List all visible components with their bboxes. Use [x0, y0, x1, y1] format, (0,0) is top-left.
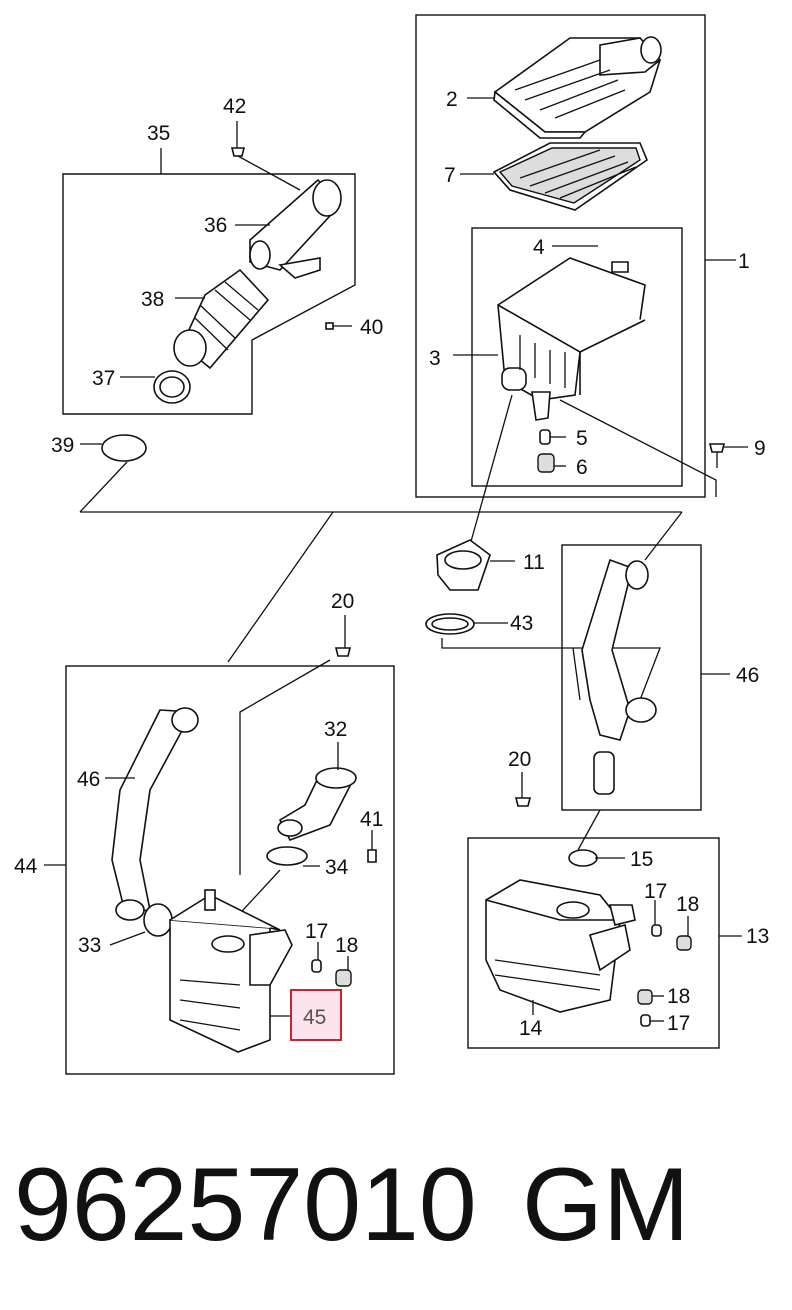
callout-15[interactable]: 15: [630, 848, 653, 871]
callout-13[interactable]: 13: [746, 925, 769, 948]
resonator-45: [169, 889, 293, 1053]
callout-32[interactable]: 32: [324, 718, 347, 741]
callout-17-left[interactable]: 17: [305, 920, 328, 943]
parts-diagram: 2 7 1 4 3 5 6 9 35 42 36 38 40 37 39 11 …: [14, 14, 769, 1075]
callout-3[interactable]: 3: [429, 347, 441, 370]
ring-33: [143, 903, 173, 937]
callout-42[interactable]: 42: [223, 95, 246, 118]
callout-40[interactable]: 40: [360, 316, 383, 339]
callout-18-right-bottom[interactable]: 18: [667, 985, 690, 1008]
callout-45[interactable]: 45: [303, 1006, 326, 1029]
callout-14[interactable]: 14: [519, 1017, 543, 1040]
frame-cleaner-housing: [471, 227, 683, 487]
callout-20-right[interactable]: 20: [508, 748, 531, 771]
frame-resonator: [65, 665, 395, 1075]
connection-lines: [79, 394, 717, 936]
nut-18-left: [335, 969, 352, 987]
ring-34: [266, 846, 308, 866]
air-cleaner-cover: [493, 36, 662, 139]
frame-intake-duct: [62, 173, 356, 415]
callout-5[interactable]: 5: [576, 427, 588, 450]
callout-2[interactable]: 2: [446, 88, 458, 111]
callout-1[interactable]: 1: [738, 250, 750, 273]
callout-46-left[interactable]: 46: [77, 768, 100, 791]
nut-18-right-top: [676, 935, 692, 951]
callout-35[interactable]: 35: [147, 122, 170, 145]
callout-11[interactable]: 11: [523, 551, 545, 574]
callout-33[interactable]: 33: [78, 934, 101, 957]
callout-46-right[interactable]: 46: [736, 664, 759, 687]
callout-36[interactable]: 36: [204, 214, 227, 237]
callout-34[interactable]: 34: [325, 856, 349, 879]
clamp-43: [425, 613, 475, 635]
callout-39[interactable]: 39: [51, 434, 74, 457]
frame-hose: [561, 544, 702, 811]
air-filter-element: [492, 142, 648, 211]
elbow-32: [277, 767, 357, 842]
grommet-6: [537, 453, 555, 473]
leader-lines: [44, 97, 748, 1022]
callout-9[interactable]: 9: [754, 437, 766, 460]
callout-44[interactable]: 44: [14, 855, 38, 878]
callout-43[interactable]: 43: [510, 612, 533, 635]
bolt-41: [367, 849, 377, 863]
seal-15: [568, 849, 598, 867]
callout-18-right-top[interactable]: 18: [676, 893, 699, 916]
bolt-20-left: [334, 647, 352, 657]
brand-name: GM: [522, 1147, 690, 1263]
part-number: 96257010: [14, 1147, 477, 1263]
hose-46-right: [581, 558, 657, 795]
air-cleaner-housing: [497, 257, 646, 421]
bushing-17-left: [311, 959, 322, 973]
callout-20-left[interactable]: 20: [331, 590, 354, 613]
callout-18-left[interactable]: 18: [335, 934, 358, 957]
callout-37[interactable]: 37: [92, 367, 115, 390]
callout-6[interactable]: 6: [576, 456, 588, 479]
bushing-17-right-top: [651, 924, 662, 937]
hose-46-left: [111, 707, 199, 921]
resonator-14: [485, 879, 636, 1013]
bolt-9: [708, 443, 726, 468]
callouts: 2 7 1 4 3 5 6 9 35 42 36 38 40 37 39 11 …: [14, 88, 769, 1040]
bolt-20-right: [514, 797, 532, 807]
callout-38[interactable]: 38: [141, 288, 164, 311]
bushing-17-right-bottom: [640, 1014, 651, 1027]
frame-resonator-right: [467, 837, 720, 1049]
intake-duct-assembly: [101, 147, 342, 462]
grommet-5: [539, 429, 551, 445]
callout-41[interactable]: 41: [360, 808, 383, 831]
callout-4[interactable]: 4: [533, 236, 545, 259]
adapter-11: [436, 539, 491, 591]
frame-air-cleaner: [415, 14, 706, 498]
callout-17-right-top[interactable]: 17: [644, 880, 667, 903]
callout-7[interactable]: 7: [444, 164, 456, 187]
footer: 96257010 GM: [0, 1140, 792, 1270]
callout-17-right-bottom[interactable]: 17: [667, 1012, 690, 1035]
nut-18-right-bottom: [637, 989, 653, 1005]
highlight-box-45: [290, 989, 342, 1041]
